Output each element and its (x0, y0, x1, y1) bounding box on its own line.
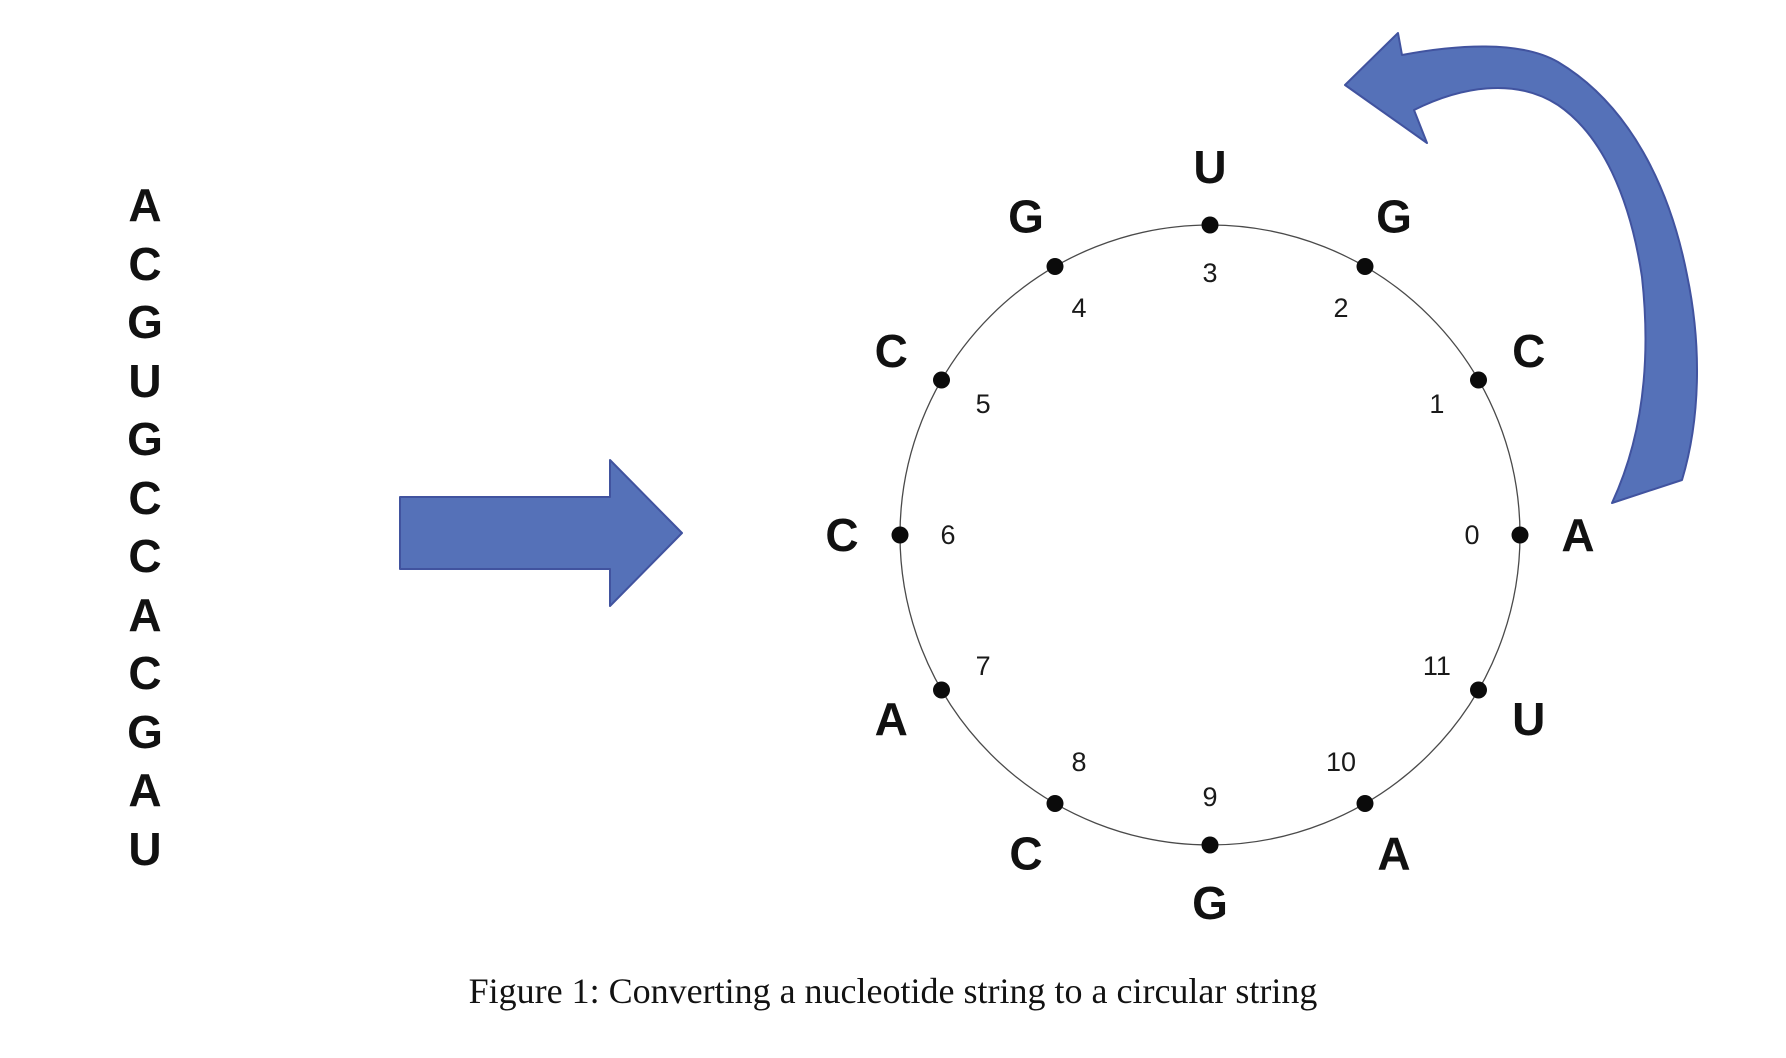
circle-node-letter: C (1009, 828, 1042, 880)
circle-node-letter: C (875, 325, 908, 377)
circle-node-index: 9 (1202, 782, 1217, 812)
circle-node-index: 6 (940, 520, 955, 550)
sequence-letter: C (128, 471, 162, 524)
circle-node-dot (1201, 216, 1219, 234)
sequence-letter: A (128, 764, 162, 816)
circle-node-index: 3 (1202, 258, 1217, 288)
sequence-letter: A (128, 179, 162, 231)
circle-node-index: 2 (1333, 293, 1348, 323)
circle-node-letter: A (1561, 509, 1594, 561)
circle-node-dot (933, 371, 950, 389)
circle-node-dot (1470, 681, 1487, 699)
circle-node-letter: G (1192, 877, 1228, 929)
circle-node-letter: U (1193, 141, 1226, 193)
circle-node-index: 0 (1464, 520, 1479, 550)
sequence-letter: C (128, 530, 162, 582)
circle-node-index: 1 (1429, 389, 1444, 419)
circle-node-index: 5 (976, 389, 991, 419)
circle-node-index: 4 (1071, 293, 1086, 323)
circle-node-dot (1046, 795, 1064, 812)
circle-node-index: 10 (1326, 747, 1356, 777)
circle-node-dot (1356, 795, 1374, 812)
figure-caption: Figure 1: Converting a nucleotide string… (468, 971, 1318, 1011)
circle-node-index: 7 (976, 651, 991, 681)
circle-node-letter: A (875, 693, 908, 745)
sequence-letter: C (128, 237, 162, 290)
curved-arrow-shape (1344, 32, 1698, 504)
sequence-letter: G (127, 705, 163, 758)
circle-node-letter: A (1377, 828, 1410, 880)
right-arrow-icon (399, 459, 683, 607)
circle-node-letter: U (1512, 693, 1545, 745)
sequence-letter: C (128, 647, 162, 699)
right-arrow-shape (399, 459, 683, 607)
sequence-letter: G (127, 413, 163, 465)
circle-node-index: 8 (1071, 747, 1086, 777)
curved-arrow-icon (1344, 32, 1698, 504)
circle-node-letter: G (1008, 190, 1044, 242)
circle-node-dot (933, 681, 950, 699)
circle-node-dot (1046, 258, 1064, 275)
sequence-letter: U (128, 354, 162, 407)
circle-node-letter: G (1376, 190, 1412, 242)
circle-node-dot (1511, 526, 1529, 544)
sequence-letter: U (128, 822, 162, 875)
sequence-letter: G (127, 296, 163, 348)
circle-node-letter: C (1512, 325, 1545, 377)
circle-node-index: 11 (1423, 651, 1451, 681)
circle-node-dot (891, 526, 909, 544)
circle-node-dot (1470, 371, 1487, 389)
circle-node-dot (1201, 836, 1219, 854)
circle-node-dot (1356, 258, 1374, 275)
circle-node-letter: C (825, 509, 858, 561)
sequence-letter: A (128, 588, 162, 641)
